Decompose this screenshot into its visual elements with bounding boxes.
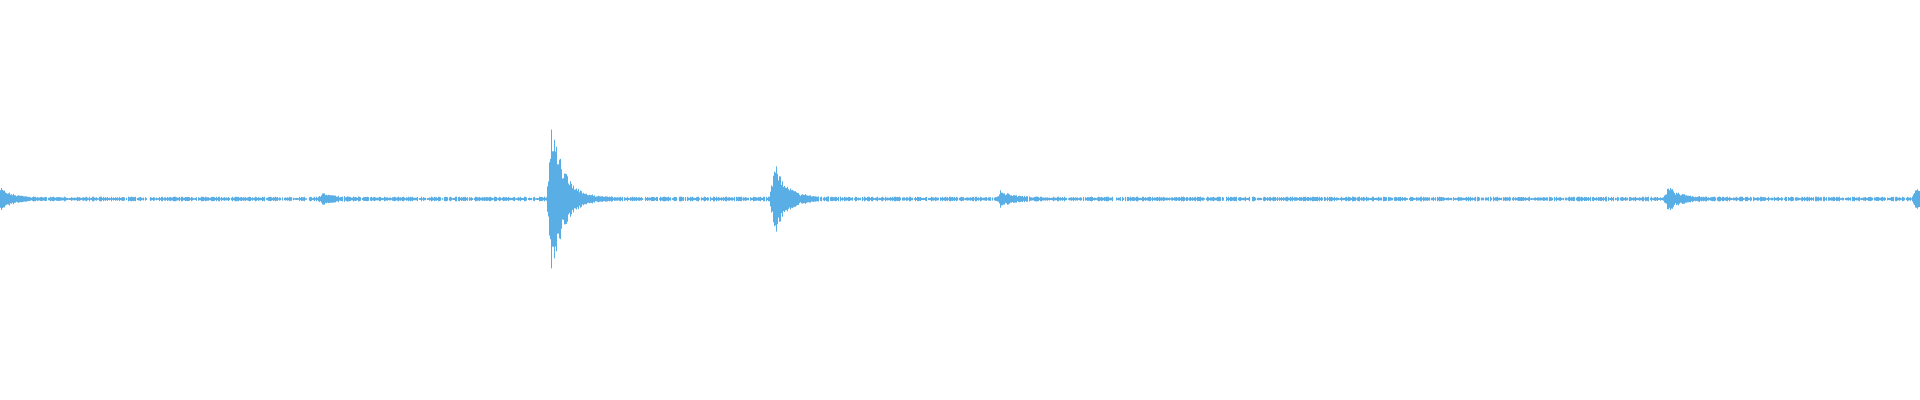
waveform-trace	[0, 129, 1920, 269]
